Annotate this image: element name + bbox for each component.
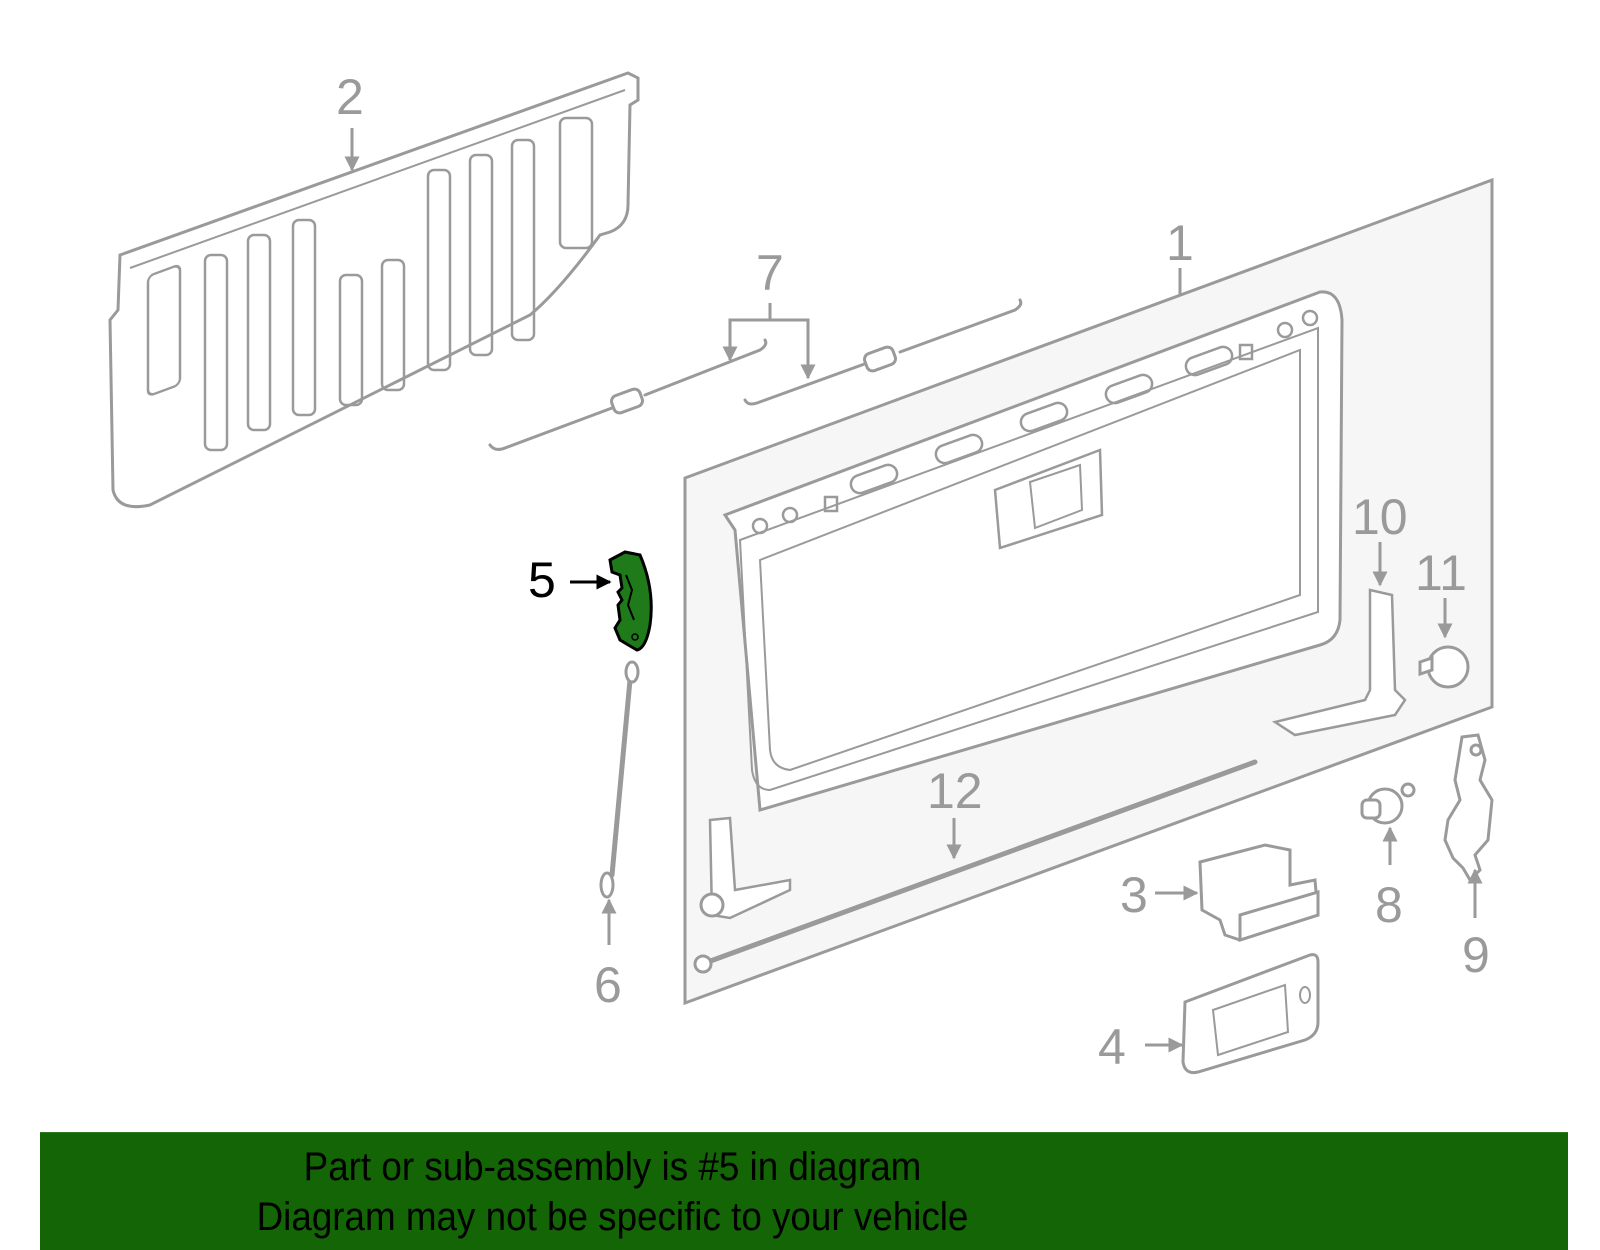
inner-panel <box>108 71 640 509</box>
callout-9[interactable]: 9 <box>1462 927 1490 983</box>
callout-12[interactable]: 12 <box>927 763 983 819</box>
handle-bezel-4 <box>1181 953 1320 1074</box>
callout-10[interactable]: 10 <box>1352 489 1408 545</box>
latch-3 <box>1198 843 1320 943</box>
hinge-bracket-9 <box>1443 733 1494 883</box>
tailgate-panel <box>683 177 1494 1006</box>
callout-1[interactable]: 1 <box>1166 215 1194 271</box>
bushing-11 <box>1418 645 1470 689</box>
lower-rod <box>693 759 1258 974</box>
callout-6[interactable]: 6 <box>594 957 622 1013</box>
callout-2[interactable]: 2 <box>336 69 364 125</box>
callout-3[interactable]: 3 <box>1120 867 1148 923</box>
lock-rods <box>488 298 1023 451</box>
info-banner: Part or sub-assembly is #5 in diagram Di… <box>40 1132 1568 1250</box>
striker-bolt-8 <box>1360 782 1416 825</box>
support-cable <box>599 660 640 899</box>
callout-11[interactable]: 11 <box>1415 545 1467 601</box>
banner-line-1: Part or sub-assembly is #5 in diagram <box>303 1145 922 1189</box>
banner-line-2: Diagram may not be specific to your vehi… <box>256 1195 969 1239</box>
leader-lines <box>344 128 1483 1053</box>
callout-8[interactable]: 8 <box>1375 877 1403 933</box>
callout-4[interactable]: 4 <box>1098 1019 1126 1075</box>
callout-7[interactable]: 7 <box>756 245 784 301</box>
callout-5[interactable]: 5 <box>528 552 556 608</box>
highlighted-part-5 <box>608 550 653 652</box>
